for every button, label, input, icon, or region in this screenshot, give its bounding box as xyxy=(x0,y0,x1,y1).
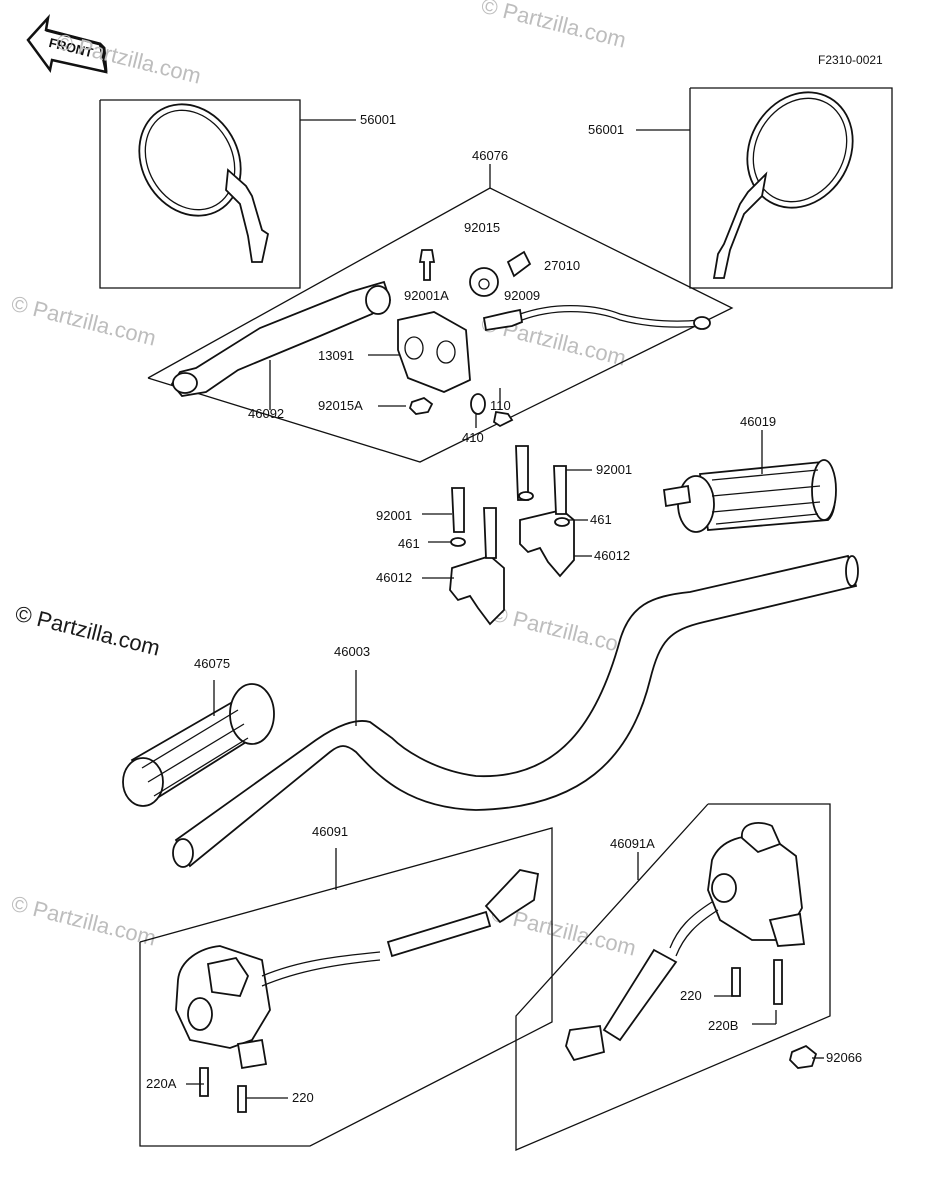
label-92009: 92009 xyxy=(504,288,540,303)
label-56001-left: 56001 xyxy=(360,112,396,127)
label-92015A: 92015A xyxy=(318,398,363,413)
label-46012-left: 46012 xyxy=(376,570,412,585)
mirror-left xyxy=(99,99,356,289)
label-46012-right: 46012 xyxy=(594,548,630,563)
front-arrow-badge: FRONT xyxy=(26,14,108,74)
label-110: 110 xyxy=(490,398,511,413)
label-92066: 92066 xyxy=(826,1050,862,1065)
lever-assembly-46076 xyxy=(147,164,734,463)
label-220A: 220A xyxy=(146,1076,177,1091)
switch-right-46091A xyxy=(515,803,831,1151)
grip-left-46075 xyxy=(122,680,275,807)
switch-left-46091 xyxy=(139,827,553,1147)
figure-code: F2310-0021 xyxy=(818,53,883,67)
label-92001-right: 92001 xyxy=(596,462,632,477)
label-46076: 46076 xyxy=(472,148,508,163)
part-labels: 56001 56001 46076 92015 27010 92001A 920… xyxy=(146,112,862,1105)
mirror-right xyxy=(636,87,893,289)
svg-text:© Partzilla.com: © Partzilla.com xyxy=(9,891,159,951)
label-46019: 46019 xyxy=(740,414,776,429)
label-27010: 27010 xyxy=(544,258,580,273)
label-220-right: 220 xyxy=(680,988,702,1003)
label-461-left: 461 xyxy=(398,536,420,551)
label-220-left: 220 xyxy=(292,1090,314,1105)
label-220B: 220B xyxy=(708,1018,738,1033)
label-46092: 46092 xyxy=(248,406,284,421)
label-56001-right: 56001 xyxy=(588,122,624,137)
svg-text:© Partzilla.com: © Partzilla.com xyxy=(9,291,159,351)
label-46075: 46075 xyxy=(194,656,230,671)
svg-text:© Partzilla.com: © Partzilla.com xyxy=(479,0,629,53)
label-46003: 46003 xyxy=(334,644,370,659)
watermarks-faint: © Partzilla.com © Partzilla.com © Partzi… xyxy=(9,0,639,961)
label-13091: 13091 xyxy=(318,348,354,363)
label-92001A: 92001A xyxy=(404,288,449,303)
label-46091: 46091 xyxy=(312,824,348,839)
handlebar-clamps xyxy=(422,445,592,626)
label-46091A: 46091A xyxy=(610,836,655,851)
handlebar-46003 xyxy=(172,554,859,868)
label-92015: 92015 xyxy=(464,220,500,235)
label-461-right: 461 xyxy=(590,512,612,527)
watermark-main: © Partzilla.com xyxy=(13,601,163,661)
label-410: 410 xyxy=(462,430,484,445)
grip-right-46019 xyxy=(662,430,837,533)
label-92001-left: 92001 xyxy=(376,508,412,523)
